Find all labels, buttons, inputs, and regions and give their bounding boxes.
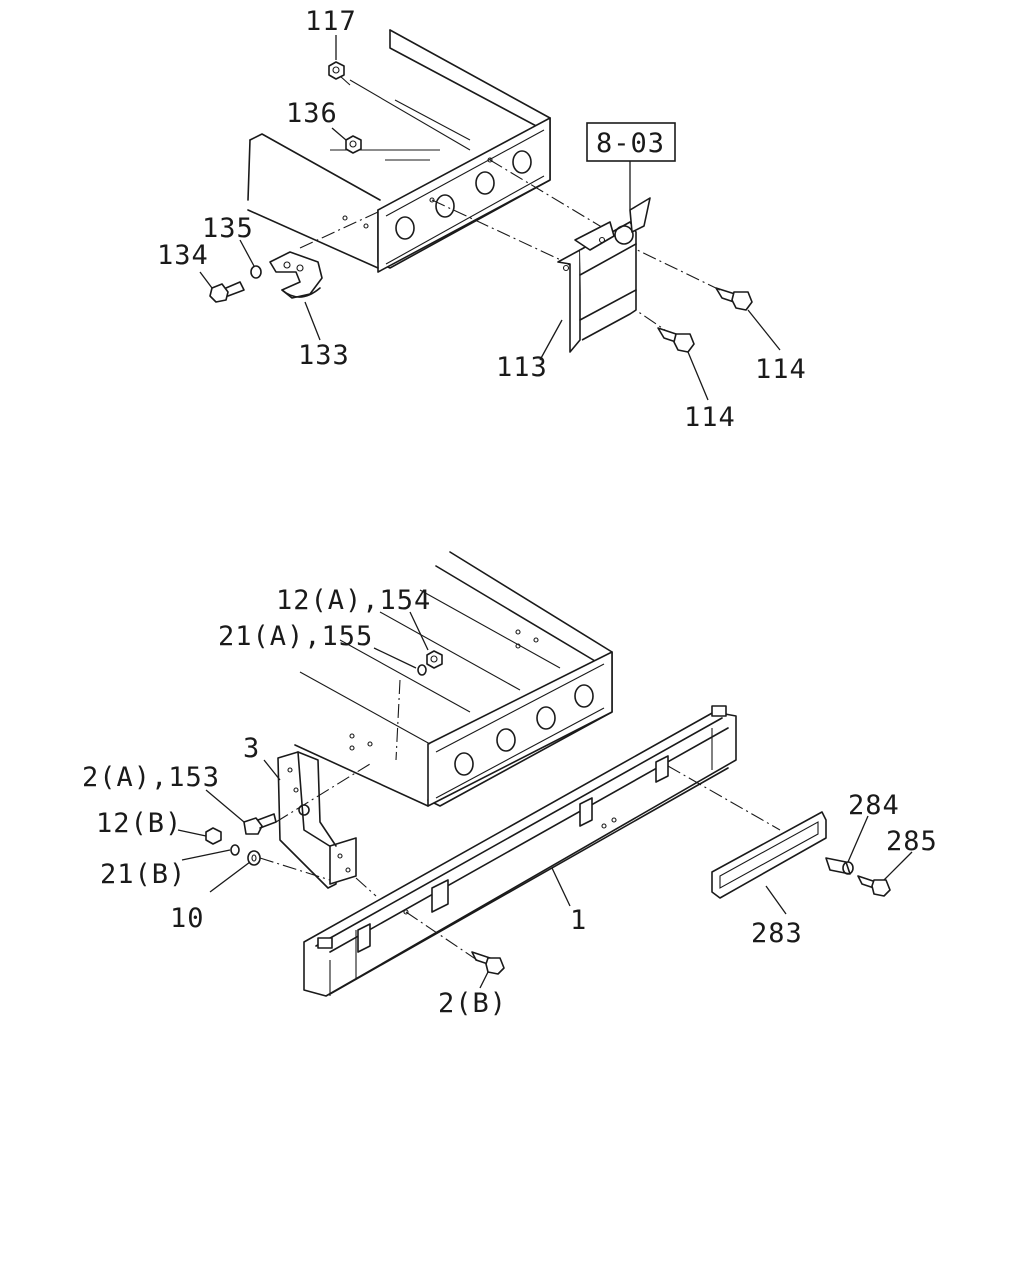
callout-114-right: 114 [755,354,807,385]
frame-rear-end-lower [294,551,613,807]
callout-3: 3 [243,733,260,764]
callout-21a-155: 21(A),155 [218,621,373,652]
bracket-3 [277,751,357,889]
callout-12a-154: 12(A),154 [276,585,431,616]
callout-133: 133 [298,340,350,371]
bolt-285 [857,875,891,897]
callout-2b: 2(B) [438,988,507,1019]
bolt-114-right [715,287,753,311]
bolt-114-lower [657,327,695,353]
callout-21b: 21(B) [100,859,186,890]
callout-136: 136 [286,98,338,129]
bracket-113 [557,197,651,353]
bolt-2a [243,813,277,835]
callout-12b: 12(B) [96,808,182,839]
rear-bumper-1 [303,705,737,997]
callout-2a-153: 2(A),153 [82,762,220,793]
nut-117 [328,61,345,80]
callout-135: 135 [202,213,254,244]
washer-21b [230,844,240,856]
callout-283: 283 [751,918,803,949]
reference-box-8-03: 8-03 [586,122,676,210]
nut-12a [426,650,443,669]
bolt-2b [471,951,505,975]
washer-21a [417,664,427,676]
bolt-134 [209,281,245,303]
callout-284: 284 [848,790,900,821]
reference-label: 8-03 [596,128,665,159]
spacer-284 [825,857,854,875]
plate-283 [711,811,827,899]
nut-12b [205,827,222,845]
washer-135 [250,265,262,279]
callout-134: 134 [157,240,209,271]
callout-1: 1 [570,905,587,936]
callout-117: 117 [305,6,357,37]
tow-hook-133 [269,251,323,299]
nut-136 [345,135,362,154]
callout-114-lower: 114 [684,402,736,433]
callout-285: 285 [886,826,938,857]
callout-10: 10 [170,903,205,934]
callout-113: 113 [496,352,548,383]
frame-rear-end-upper [247,29,551,273]
